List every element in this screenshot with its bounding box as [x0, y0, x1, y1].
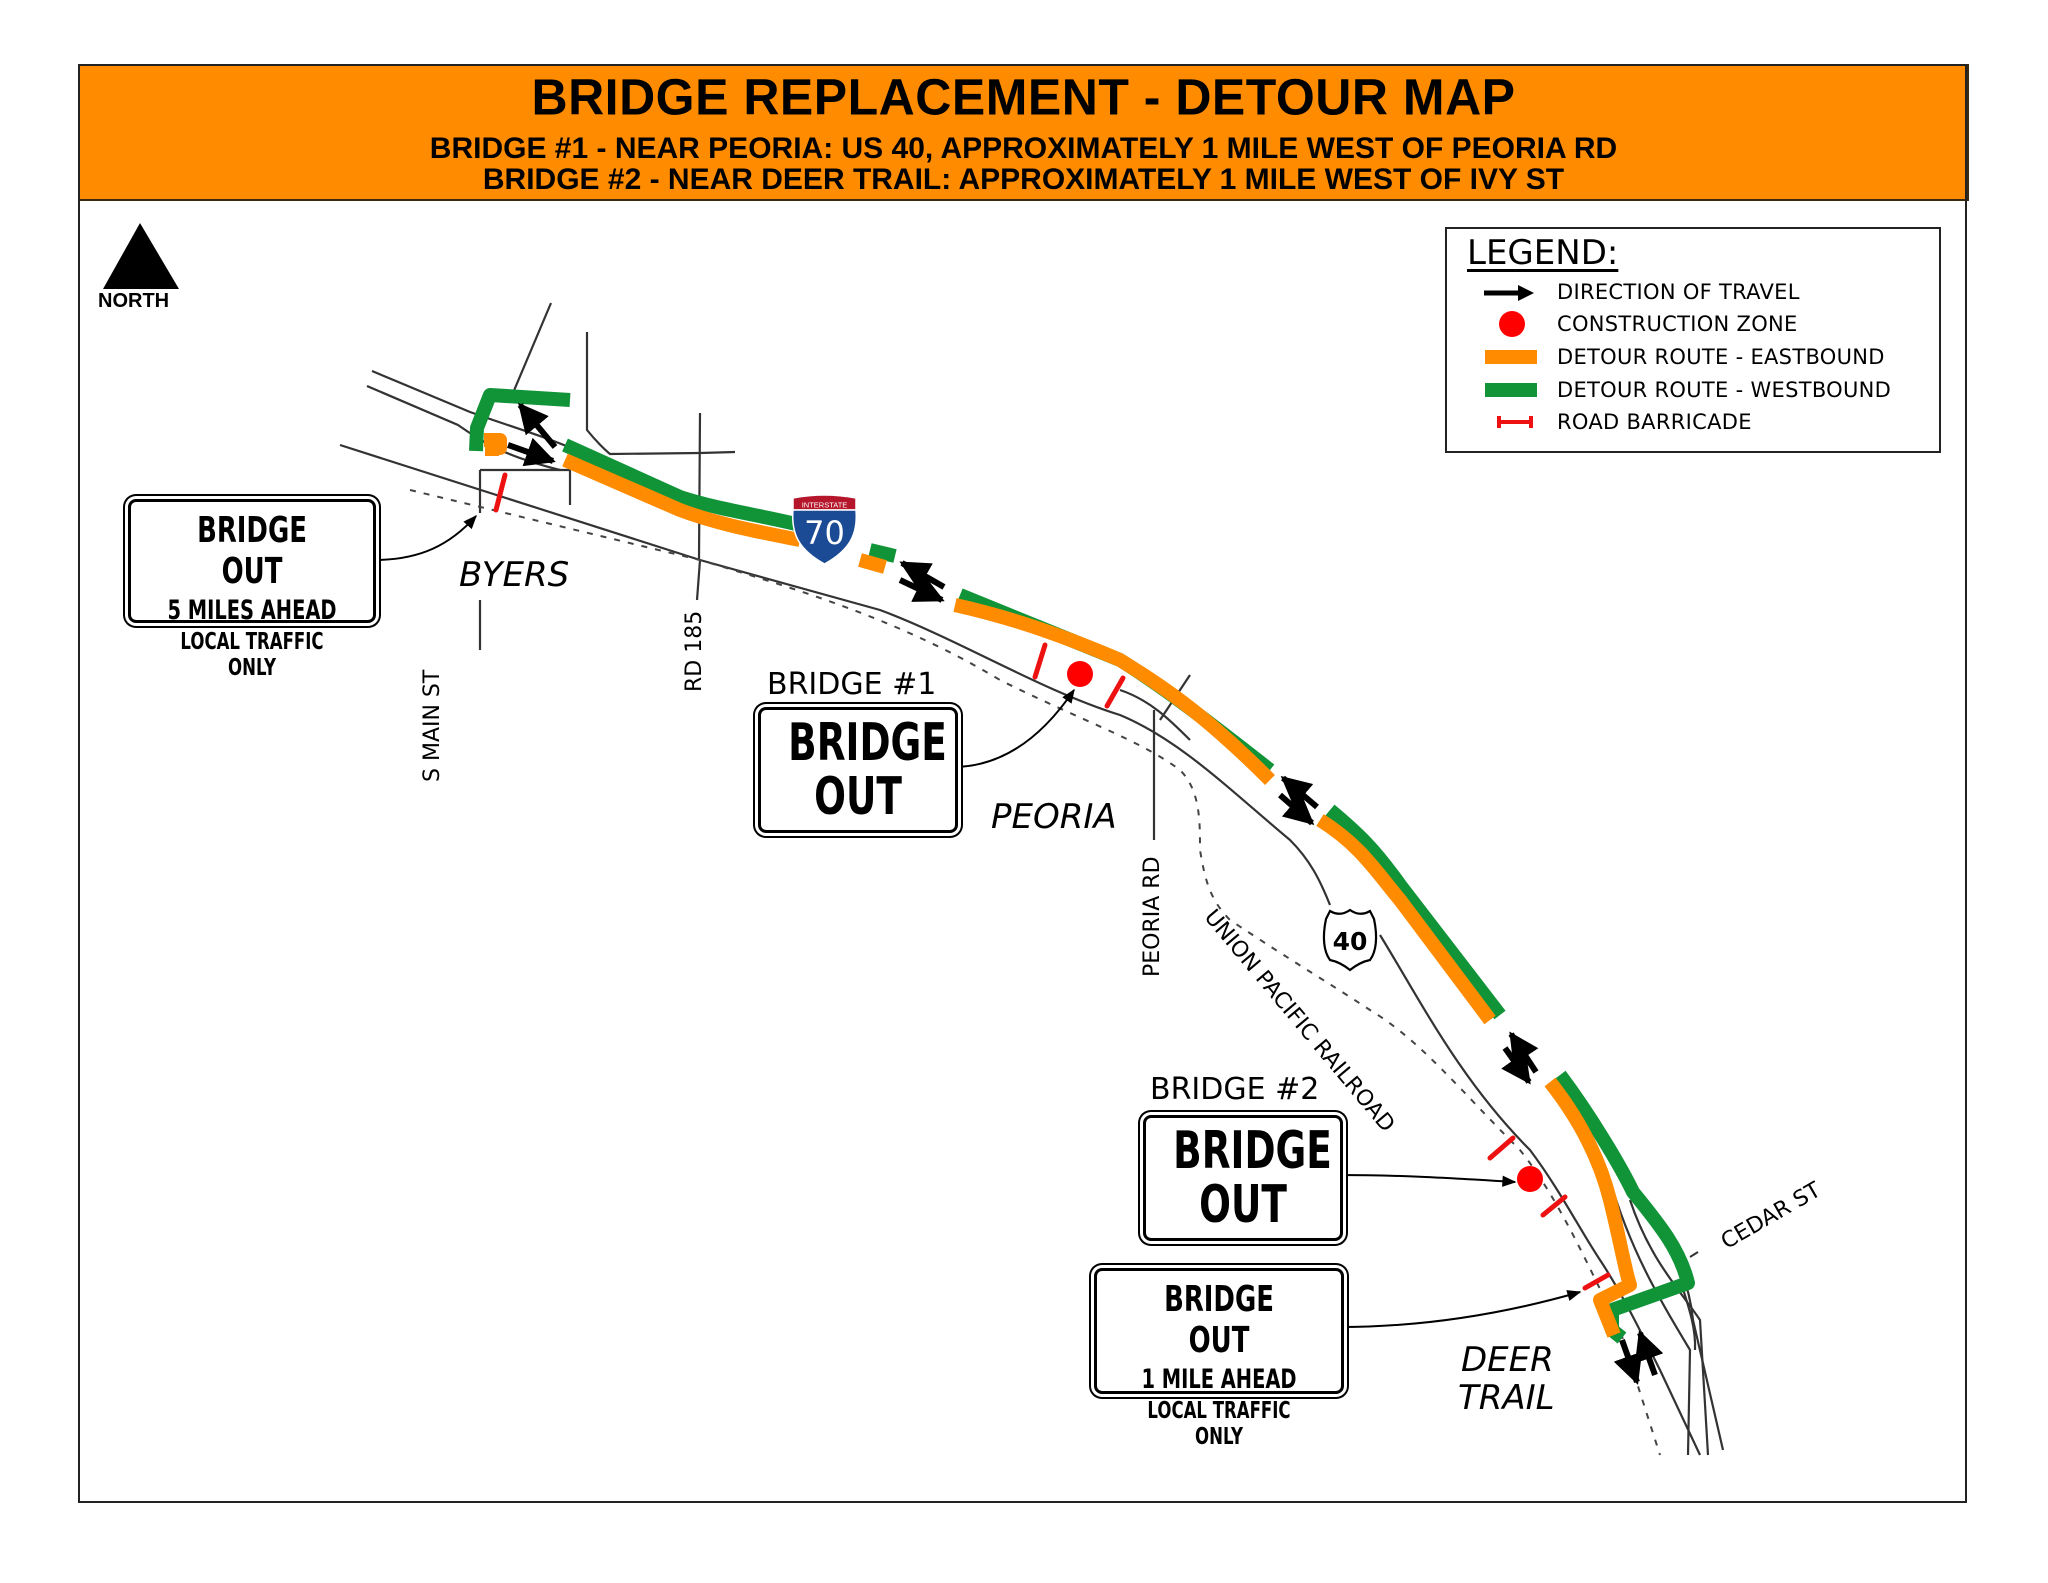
red-dot-icon	[1499, 311, 1525, 337]
north-arrow-icon	[103, 223, 179, 289]
barricade-icon	[1487, 1135, 1516, 1161]
arrow-icon	[1484, 285, 1534, 301]
barricade-icon	[1540, 1194, 1568, 1218]
arrow-icon	[898, 574, 945, 603]
bridge1-caption: BRIDGE #1	[767, 667, 937, 702]
bridge1-description: BRIDGE #1 - NEAR PEORIA: US 40, APPROXIM…	[429, 132, 1618, 165]
arrow-icon	[1278, 792, 1315, 826]
direction-arrows	[506, 402, 1664, 1385]
map-title: BRIDGE REPLACEMENT - DETOUR MAP	[531, 68, 1516, 126]
arrow-icon	[517, 402, 558, 449]
union-pacific-railroad	[409, 489, 1661, 1456]
detour-routes	[469, 388, 1695, 1344]
orange-bar-icon	[1485, 350, 1537, 364]
barricades	[493, 472, 1611, 1291]
us-40-shield: 40	[1322, 908, 1378, 972]
barricade-icon	[1497, 416, 1533, 428]
detour-eastbound-route	[484, 433, 1637, 1338]
legend-item-direction: DIRECTION OF TRAVEL	[1447, 277, 1939, 307]
barricade-icon	[1582, 1272, 1611, 1291]
legend-item-eastbound: DETOUR ROUTE - EASTBOUND	[1447, 342, 1939, 372]
base-roads	[339, 302, 1725, 1456]
bridge2-caption: BRIDGE #2	[1150, 1072, 1320, 1107]
green-bar-icon	[1485, 383, 1537, 397]
arrow-icon	[1634, 1330, 1664, 1377]
arrow-icon	[1613, 1338, 1643, 1385]
legend-item-westbound: DETOUR ROUTE - WESTBOUND	[1447, 375, 1939, 405]
legend-item-barricade: ROAD BARRICADE	[1447, 407, 1939, 437]
town-label-byers: BYERS	[459, 555, 570, 595]
sign-bridge-out-5-miles: BRIDGE OUT 5 MILES AHEAD LOCAL TRAFFIC O…	[128, 499, 376, 681]
map-frame	[78, 64, 1967, 1503]
svg-text:INTERSTATE: INTERSTATE	[802, 501, 848, 510]
north-label: NORTH	[98, 290, 170, 312]
barricade-icon	[1032, 642, 1048, 680]
legend-item-construction: CONSTRUCTION ZONE	[1447, 309, 1939, 339]
construction-zone-icon	[1067, 661, 1093, 687]
interstate-70-shield: INTERSTATE 70	[791, 494, 858, 565]
detour-westbound-route	[469, 388, 1695, 1344]
svg-text:70: 70	[804, 514, 845, 552]
bridge2-description: BRIDGE #2 - NEAR DEER TRAIL: APPROXIMATE…	[482, 163, 1565, 196]
town-label-deer: DEER	[1461, 1340, 1554, 1380]
legend-box: LEGEND: DIRECTION OF TRAVEL CONSTRUCTION…	[1445, 227, 1941, 453]
map-header: BRIDGE REPLACEMENT - DETOUR MAP BRIDGE #…	[78, 64, 1969, 201]
svg-text:40: 40	[1333, 927, 1368, 956]
legend-title: LEGEND:	[1467, 233, 1619, 273]
town-label-peoria: PEORIA	[991, 797, 1117, 837]
construction-zone-icon	[1517, 1166, 1543, 1192]
sign-bridge-out-1-mile: BRIDGE OUT 1 MILE AHEAD LOCAL TRAFFIC ON…	[1094, 1268, 1344, 1450]
barricade-icon	[1104, 675, 1126, 709]
arrow-icon	[506, 437, 556, 467]
sign-bridge2-out: BRIDGE OUT	[1143, 1115, 1343, 1241]
sign-bridge1-out: BRIDGE OUT	[758, 707, 958, 833]
barricade-icon	[493, 472, 508, 513]
arrow-icon	[1501, 1046, 1532, 1085]
town-label-trail: TRAIL	[1458, 1378, 1555, 1418]
